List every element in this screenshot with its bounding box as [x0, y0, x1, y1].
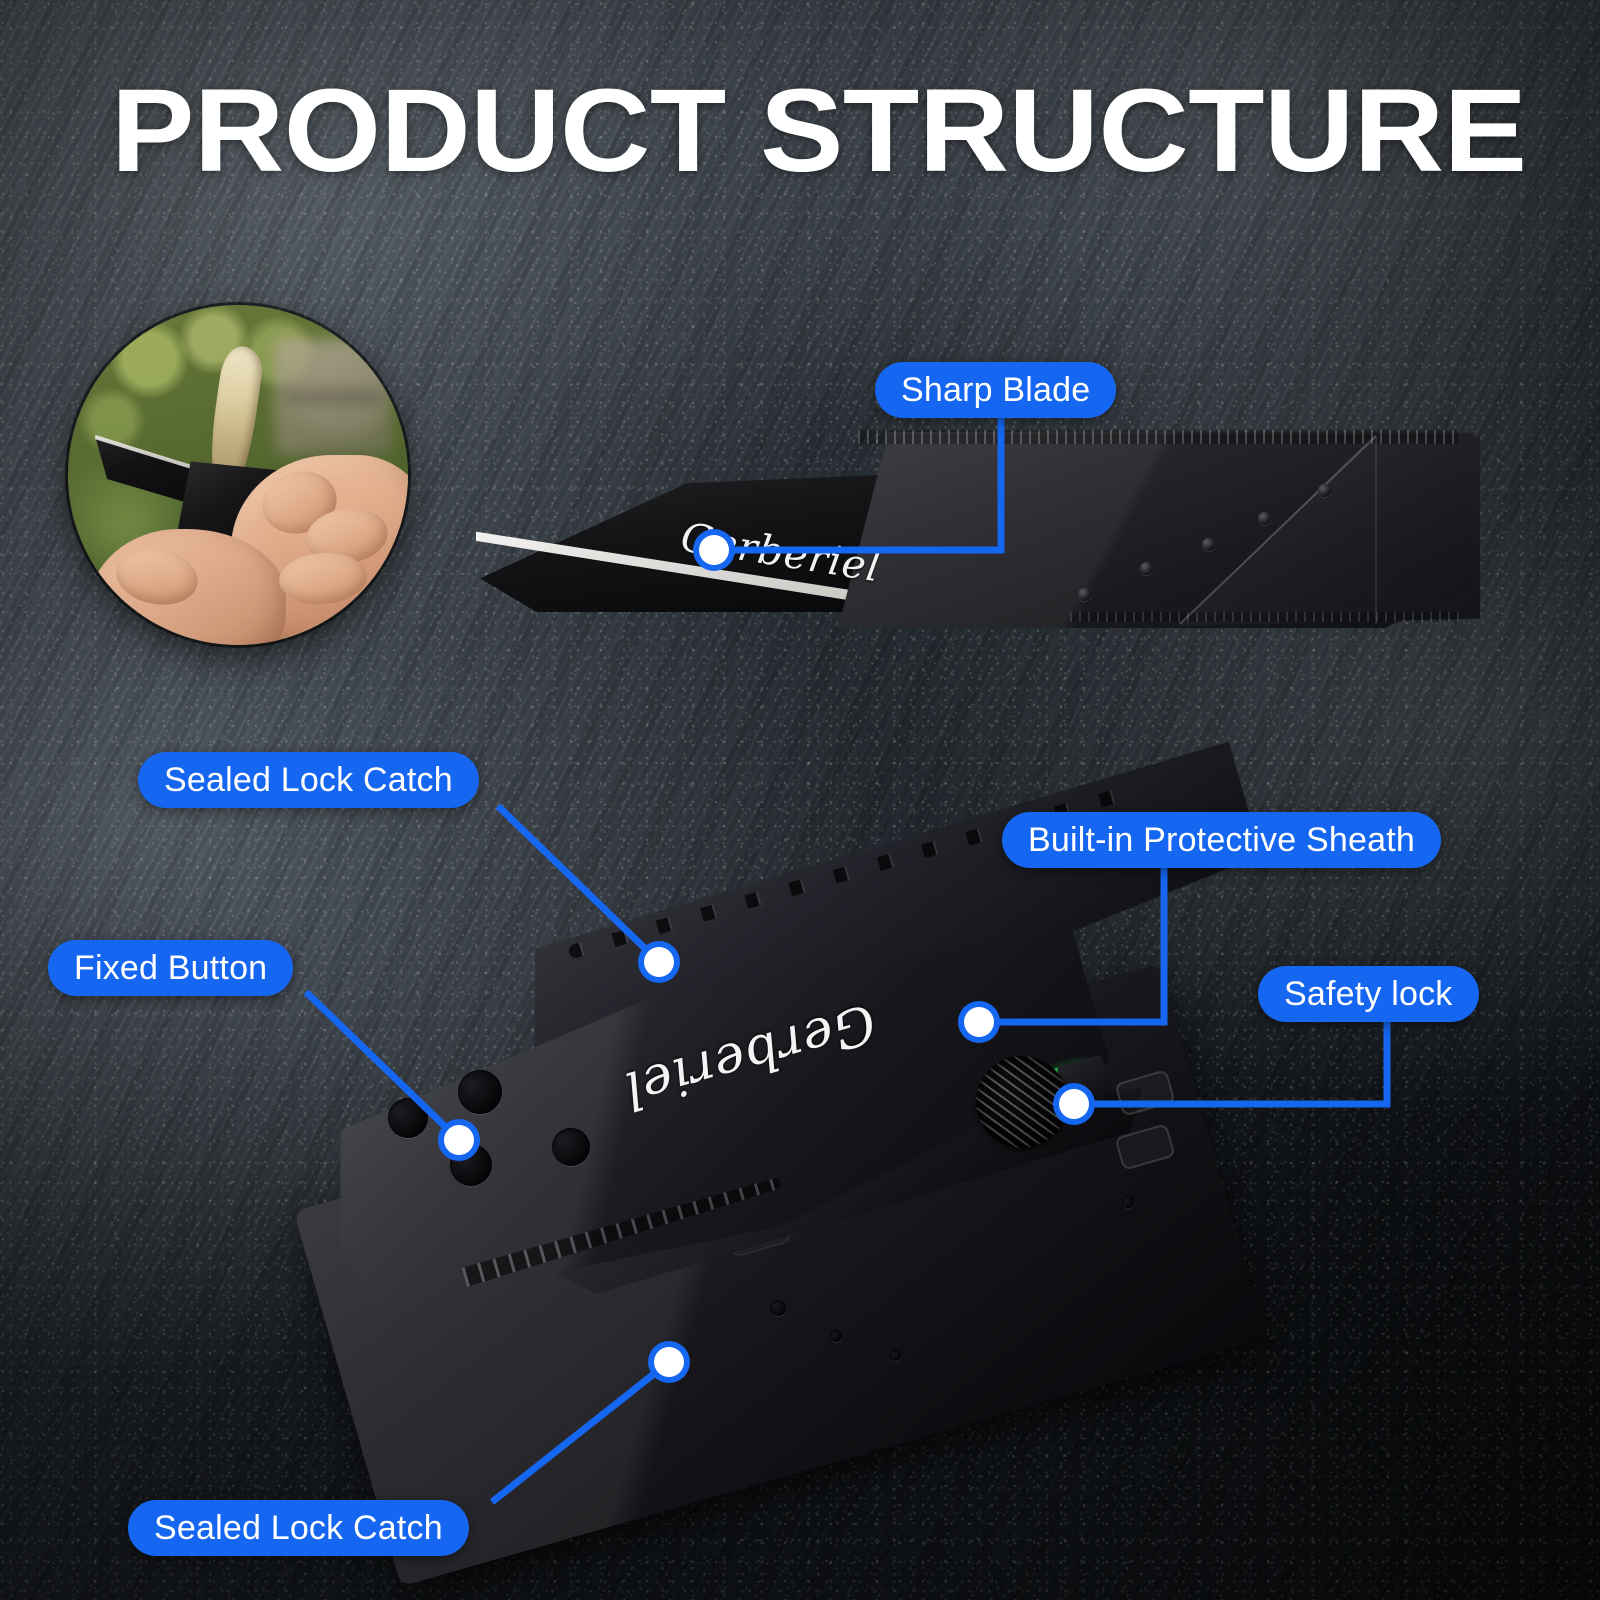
callout-label-built-in-protective-sheath[interactable]: Built-in Protective Sheath — [1002, 812, 1441, 868]
callout-dot-sharp-blade[interactable] — [699, 535, 729, 565]
product-open-card-knife: Gerberiel — [476, 420, 1480, 650]
knife-rivet-4 — [1258, 512, 1271, 525]
knife-fold-crease — [1179, 435, 1377, 625]
callout-dot-sealed-lock-catch-top[interactable] — [644, 947, 674, 977]
callout-label-sealed-lock-catch-bottom[interactable]: Sealed Lock Catch — [128, 1500, 469, 1556]
callout-label-sealed-lock-catch-top[interactable]: Sealed Lock Catch — [138, 752, 479, 808]
knife-top-serrations — [858, 430, 1458, 444]
knife-rivet-3 — [1202, 538, 1215, 551]
photo-blurred-building — [275, 339, 391, 455]
callout-label-safety-lock[interactable]: Safety lock — [1258, 966, 1479, 1022]
knife-rivet-1 — [1078, 588, 1091, 601]
callout-dot-fixed-button[interactable] — [444, 1125, 474, 1155]
callout-dot-built-in-protective-sheath[interactable] — [964, 1007, 994, 1037]
inset-photo-circle — [68, 305, 408, 645]
knife-bottom-serrations — [1070, 612, 1460, 622]
callout-dot-sealed-lock-catch-bottom[interactable] — [654, 1347, 684, 1377]
page-title: PRODUCT STRUCTURE — [111, 65, 1527, 197]
callout-label-sharp-blade[interactable]: Sharp Blade — [875, 362, 1117, 418]
knife-rivet-5 — [1318, 484, 1331, 497]
callout-dot-safety-lock[interactable] — [1059, 1089, 1089, 1119]
knife-rivet-2 — [1140, 562, 1153, 575]
callout-label-fixed-button[interactable]: Fixed Button — [48, 940, 294, 996]
